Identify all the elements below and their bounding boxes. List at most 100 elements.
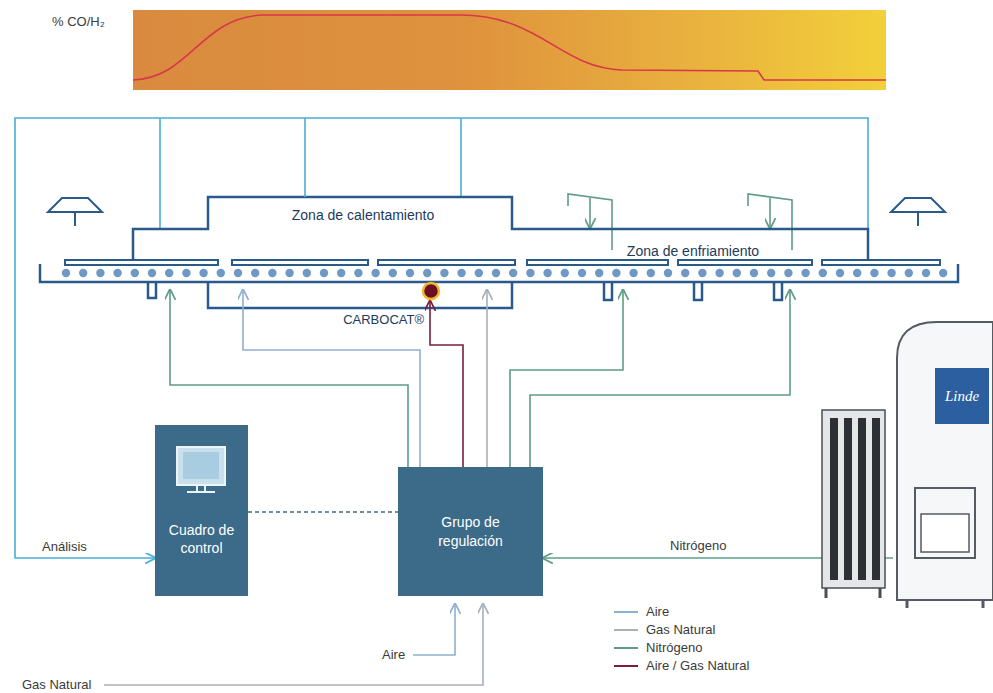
conveyor-roller	[96, 269, 104, 277]
conveyor-roller	[819, 269, 827, 277]
edge-label: Nitrógeno	[668, 538, 728, 553]
node-text: Zona de enfriamiento	[512, 243, 874, 259]
extraction-hood	[48, 198, 945, 226]
conveyor-roller	[836, 269, 844, 277]
conveyor-roller	[647, 269, 655, 277]
catalyst-dot	[423, 283, 439, 299]
legend-text: Aire / Gas Natural	[646, 658, 749, 673]
conveyor-roller	[578, 269, 586, 277]
conveyor-roller	[595, 269, 603, 277]
conveyor-roller	[62, 269, 70, 277]
conveyor-roller	[113, 269, 121, 277]
control-panel: Cuadro de control	[155, 425, 248, 596]
nitrogen-hopper	[589, 198, 591, 228]
node-text: Linde	[935, 368, 989, 424]
conveyor-roller	[406, 269, 414, 277]
legend-text: Nitrógeno	[646, 640, 702, 655]
edge-label: Análisis	[40, 539, 89, 554]
conveyor-roller	[509, 269, 517, 277]
conveyor-roller	[664, 269, 672, 277]
conveyor-roller	[526, 269, 534, 277]
conveyor-roller	[251, 269, 259, 277]
conveyor-roller	[440, 269, 448, 277]
conveyor-roller	[853, 269, 861, 277]
conveyor-roller	[389, 269, 397, 277]
conveyor-plate	[822, 260, 940, 265]
nitrogen-hopper	[769, 198, 771, 228]
conveyor-roller	[629, 269, 637, 277]
conveyor-roller	[423, 269, 431, 277]
tank-shape	[893, 318, 993, 608]
axis-label: % CO/H₂	[52, 14, 105, 29]
legend-entry: Aire / Gas Natural	[612, 658, 749, 673]
supply-lines	[104, 604, 483, 685]
legend-entry: Nitrógeno	[612, 640, 702, 655]
concentration-bar	[133, 10, 886, 90]
nitrogen-hopper	[568, 194, 612, 250]
conveyor-roller	[733, 269, 741, 277]
conveyor-roller	[457, 269, 465, 277]
conveyor-roller	[182, 269, 190, 277]
conveyor-roller	[561, 269, 569, 277]
conveyor-roller	[320, 269, 328, 277]
flow-connector	[530, 290, 790, 467]
furnace-body	[40, 264, 958, 282]
cylinder-rack	[826, 588, 880, 598]
legend-line	[614, 665, 638, 667]
conveyor-roller	[922, 269, 930, 277]
tank-shape	[907, 600, 983, 608]
conveyor-roller	[784, 269, 792, 277]
analysis-lines	[159, 118, 161, 229]
legend-line	[612, 642, 642, 654]
conveyor-roller	[767, 269, 775, 277]
conveyor-roller	[165, 269, 173, 277]
node-text: Cuadro de control	[161, 521, 242, 557]
concentration-curve	[133, 15, 886, 80]
conveyor-roller	[681, 269, 689, 277]
conveyor-roller	[543, 269, 551, 277]
conveyor-roller	[62, 269, 948, 277]
conveyor-roller	[337, 269, 345, 277]
legend-entry: Gas Natural	[612, 622, 715, 637]
conveyor-roller	[475, 269, 483, 277]
conveyor-roller	[354, 269, 362, 277]
extraction-hood	[891, 198, 945, 226]
conveyor-roller	[303, 269, 311, 277]
computer-icon	[187, 485, 215, 492]
legend-line	[614, 611, 638, 613]
furnace-body	[40, 197, 958, 308]
cylinder-rack	[844, 418, 852, 580]
conveyor-plate	[378, 260, 515, 265]
regulation-group: Grupo de regulación	[398, 467, 543, 596]
analysis-lines	[160, 118, 868, 229]
conveyor-roller	[217, 269, 225, 277]
heating-zone: Zona de calentamiento	[133, 197, 518, 290]
catalyst-dot	[421, 281, 441, 301]
cylinder-rack	[822, 410, 885, 598]
conveyor-plate	[65, 260, 940, 265]
nitrogen-tank: Linde	[893, 318, 993, 608]
legend-line	[612, 660, 642, 672]
conveyor-plate	[527, 260, 668, 265]
conveyor-plate	[232, 260, 368, 265]
conveyor-roller	[371, 269, 379, 277]
node-text: Zona de calentamiento	[208, 207, 518, 223]
computer-icon	[183, 452, 219, 479]
conveyor-roller	[268, 269, 276, 277]
node-text: Grupo de regulación	[412, 513, 529, 549]
legend-entry: Aire	[612, 604, 669, 619]
conveyor-roller	[199, 269, 207, 277]
tank-shape	[897, 322, 993, 600]
nitrogen-hopper	[748, 194, 792, 250]
conveyor-roller	[750, 269, 758, 277]
conveyor-roller	[939, 269, 947, 277]
furnace-body	[208, 282, 512, 308]
cylinder-rack	[858, 418, 866, 580]
analysis-lines	[460, 118, 462, 197]
conveyor-roller	[887, 269, 895, 277]
conveyor-roller	[285, 269, 293, 277]
extraction-hood	[48, 198, 102, 226]
flow-connector	[248, 511, 398, 513]
conveyor-roller	[492, 269, 500, 277]
